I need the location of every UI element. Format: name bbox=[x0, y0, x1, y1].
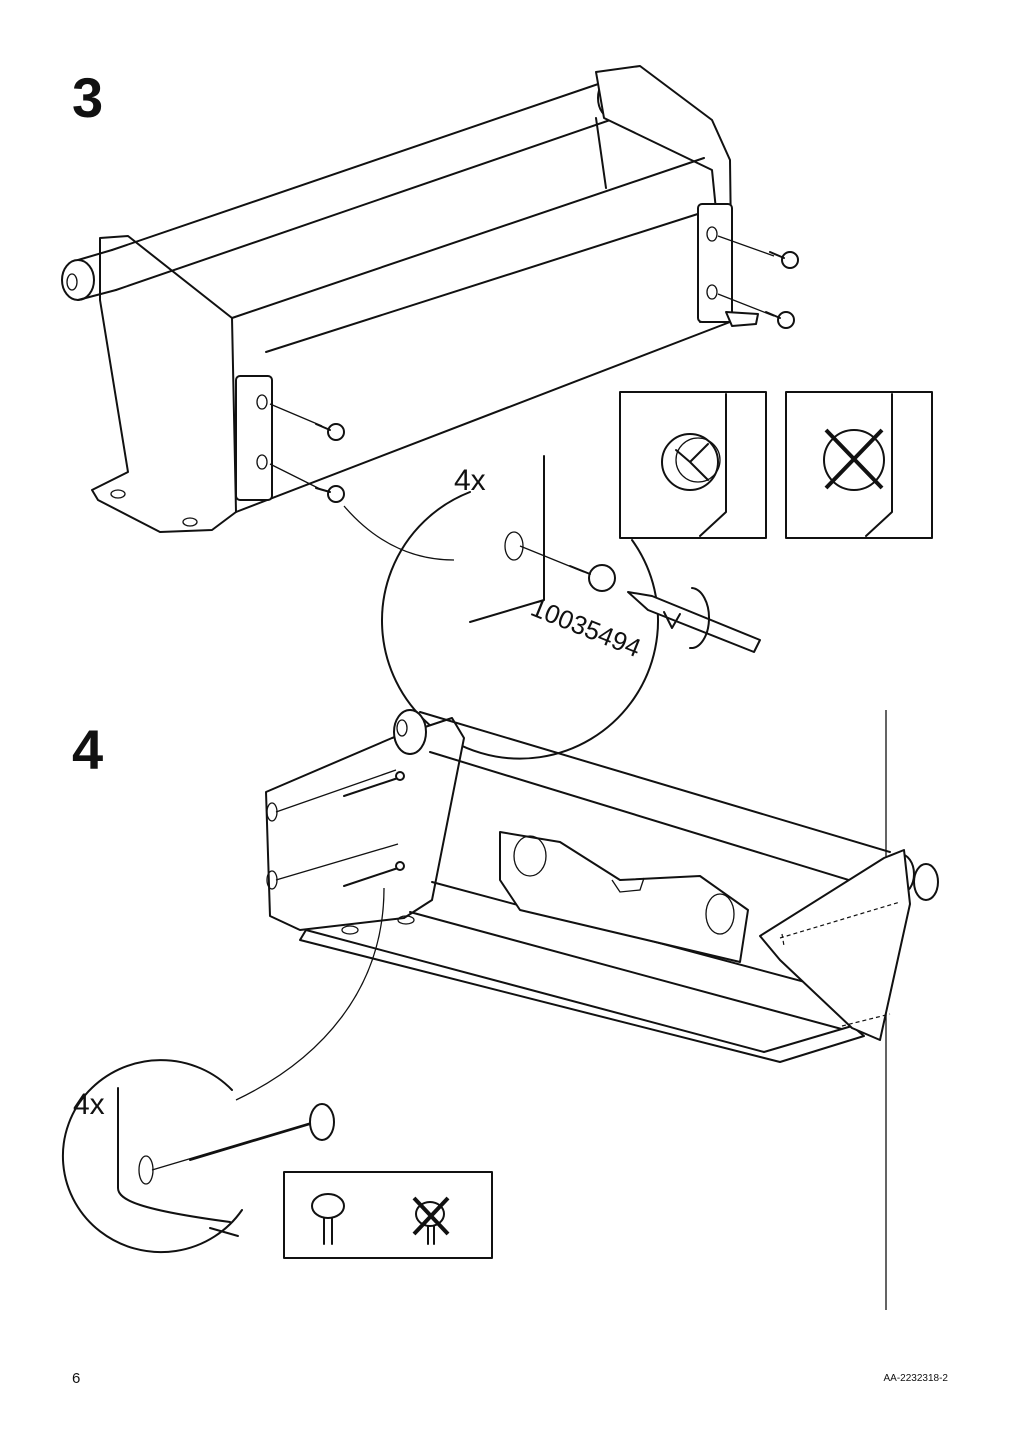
document-code: AA-2232318-2 bbox=[883, 1373, 949, 1384]
step-4-number: 4 bbox=[72, 718, 104, 781]
step4-bracket-illustration bbox=[61, 709, 939, 1310]
step3-correct-detail bbox=[619, 391, 767, 539]
step3-wrong-detail bbox=[785, 391, 933, 539]
step-3-number: 3 bbox=[72, 66, 104, 129]
wrong-cross-icon bbox=[824, 428, 884, 490]
screw-icon bbox=[315, 251, 799, 503]
wrong-cross-icon bbox=[412, 1196, 450, 1236]
step3-bracket-illustration bbox=[61, 65, 799, 760]
page-number: 6 bbox=[72, 1370, 81, 1387]
step4-screw-detail bbox=[283, 1171, 493, 1259]
step-4-quantity: 4x bbox=[73, 1088, 105, 1121]
step-3-quantity: 4x bbox=[454, 464, 486, 497]
